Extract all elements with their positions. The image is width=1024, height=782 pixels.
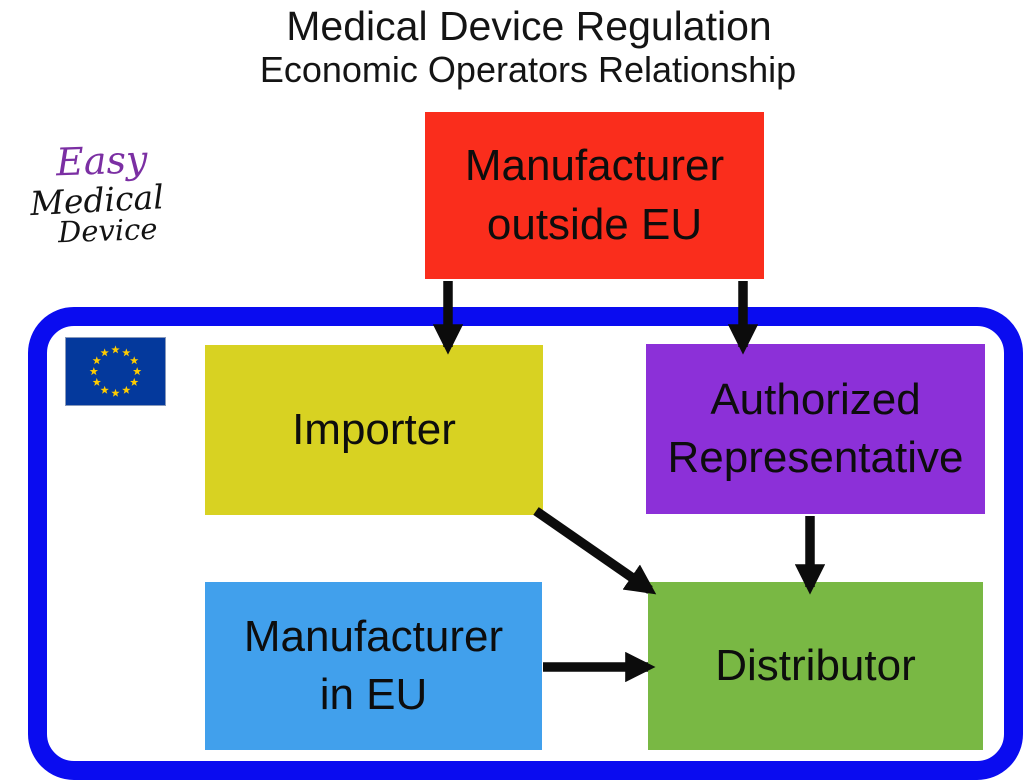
page-subtitle: Economic Operators Relationship — [259, 49, 797, 91]
logo-word-device: Device — [57, 211, 159, 250]
title-block: Medical Device Regulation Economic Opera… — [0, 3, 1024, 91]
node-importer: Importer — [205, 345, 543, 515]
node-distributor: Distributor — [648, 582, 983, 750]
node-authorized-representative: Authorized Representative — [646, 344, 985, 514]
page-title: Medical Device Regulation — [286, 3, 772, 49]
eu-flag-icon — [65, 337, 166, 406]
easy-medical-device-logo: Easy Medical Device — [29, 137, 190, 250]
eu-flag-stars — [89, 345, 142, 397]
eu-zone-border — [28, 307, 1023, 780]
node-manufacturer-in-eu: Manufacturer in EU — [205, 582, 542, 750]
node-manufacturer-outside-eu: Manufacturer outside EU — [425, 112, 764, 279]
